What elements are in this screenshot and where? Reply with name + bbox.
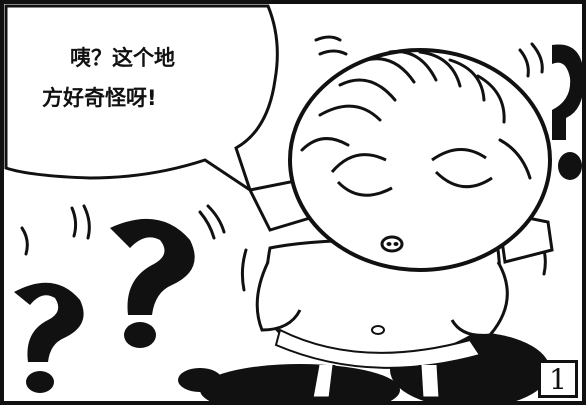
ink-shadow-left	[200, 364, 400, 405]
question-mark-icon-small	[14, 282, 84, 393]
arm-left	[255, 261, 302, 332]
leg-right	[418, 364, 442, 400]
question-mark-icon-right	[552, 44, 584, 180]
speech-line-1: 咦？这个地	[70, 46, 175, 70]
panel-number: 1	[538, 360, 578, 398]
skirt-hem	[274, 328, 482, 369]
question-mark-icon-large	[110, 218, 195, 348]
ink-blot-small	[178, 368, 222, 392]
speech-bubble	[4, 4, 279, 194]
speech-line-2: 方好奇怪呀!	[42, 86, 157, 110]
speech-bubble-text: 咦？这个地 方好奇怪呀!	[40, 38, 250, 118]
leg-left	[310, 364, 336, 400]
character-head	[288, 48, 552, 272]
belly-button	[371, 325, 385, 335]
arm-right	[450, 261, 509, 337]
